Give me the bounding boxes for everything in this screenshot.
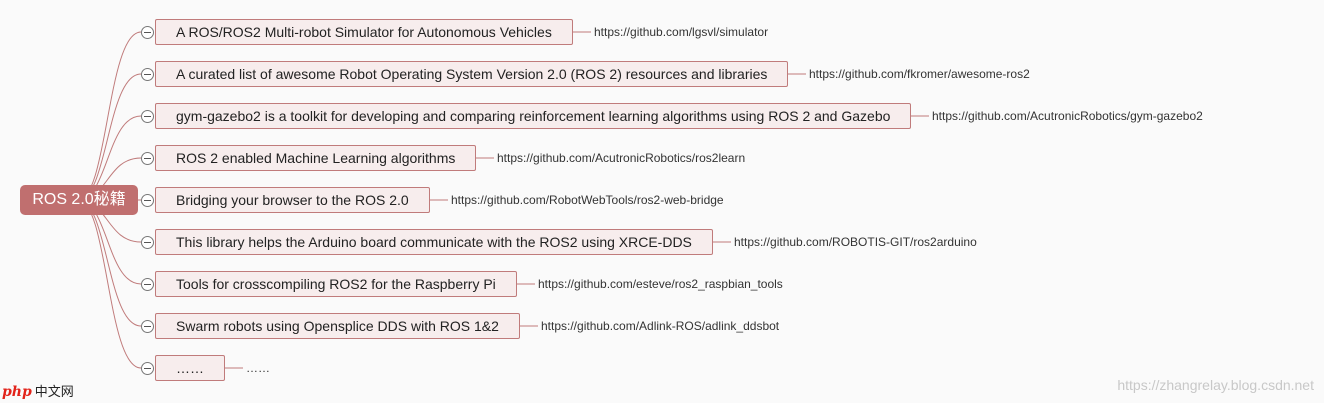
branch-url: https://github.com/esteve/ros2_raspbian_… <box>538 277 783 291</box>
php-logo-icon: php <box>2 384 32 400</box>
branch-url: https://github.com/AcutronicRobotics/ros… <box>497 151 746 165</box>
branch-topic[interactable]: A curated list of awesome Robot Operatin… <box>155 61 789 87</box>
logo-text: 中文网 <box>34 384 74 399</box>
branch-url: https://github.com/AcutronicRobotics/gym… <box>932 109 1203 123</box>
branch-topic[interactable]: Tools for crosscompiling ROS2 for the Ra… <box>155 271 517 297</box>
collapse-icon[interactable] <box>141 278 154 291</box>
collapse-icon[interactable] <box>141 194 154 207</box>
branch-topic[interactable]: ROS 2 enabled Machine Learning algorithm… <box>155 145 477 171</box>
branch-connector <box>77 199 142 369</box>
branch-topic[interactable]: This library helps the Arduino board com… <box>155 229 713 255</box>
collapse-icon[interactable] <box>141 110 154 123</box>
branch-url: https://github.com/ROBOTIS-GIT/ros2ardui… <box>734 235 977 249</box>
watermark: https://zhangrelay.blog.csdn.net <box>1117 377 1314 393</box>
branch-topic[interactable]: gym-gazebo2 is a toolkit for developing … <box>155 103 912 129</box>
php-cn-logo: php 中文网 <box>2 383 74 401</box>
collapse-icon[interactable] <box>141 68 154 81</box>
collapse-icon[interactable] <box>141 152 154 165</box>
branch-topic[interactable]: A ROS/ROS2 Multi-robot Simulator for Aut… <box>155 19 573 45</box>
branch-url: https://github.com/Adlink-ROS/adlink_dds… <box>541 319 780 333</box>
root-topic[interactable]: ROS 2.0秘籍 <box>20 185 138 215</box>
branch-url: …… <box>246 361 270 375</box>
collapse-icon[interactable] <box>141 26 154 39</box>
branch-url: https://github.com/lgsvl/simulator <box>594 25 769 39</box>
branch-topic[interactable]: …… <box>155 355 225 381</box>
branch-connector <box>77 199 142 327</box>
collapse-icon[interactable] <box>141 320 154 333</box>
branch-connector <box>77 31 142 201</box>
branch-url: https://github.com/fkromer/awesome-ros2 <box>809 67 1030 81</box>
branch-url: https://github.com/RobotWebTools/ros2-we… <box>451 193 724 207</box>
branch-connector <box>77 73 142 201</box>
branch-topic[interactable]: Swarm robots using Opensplice DDS with R… <box>155 313 520 339</box>
branch-topic[interactable]: Bridging your browser to the ROS 2.0 <box>155 187 430 213</box>
collapse-icon[interactable] <box>141 362 154 375</box>
collapse-icon[interactable] <box>141 236 154 249</box>
